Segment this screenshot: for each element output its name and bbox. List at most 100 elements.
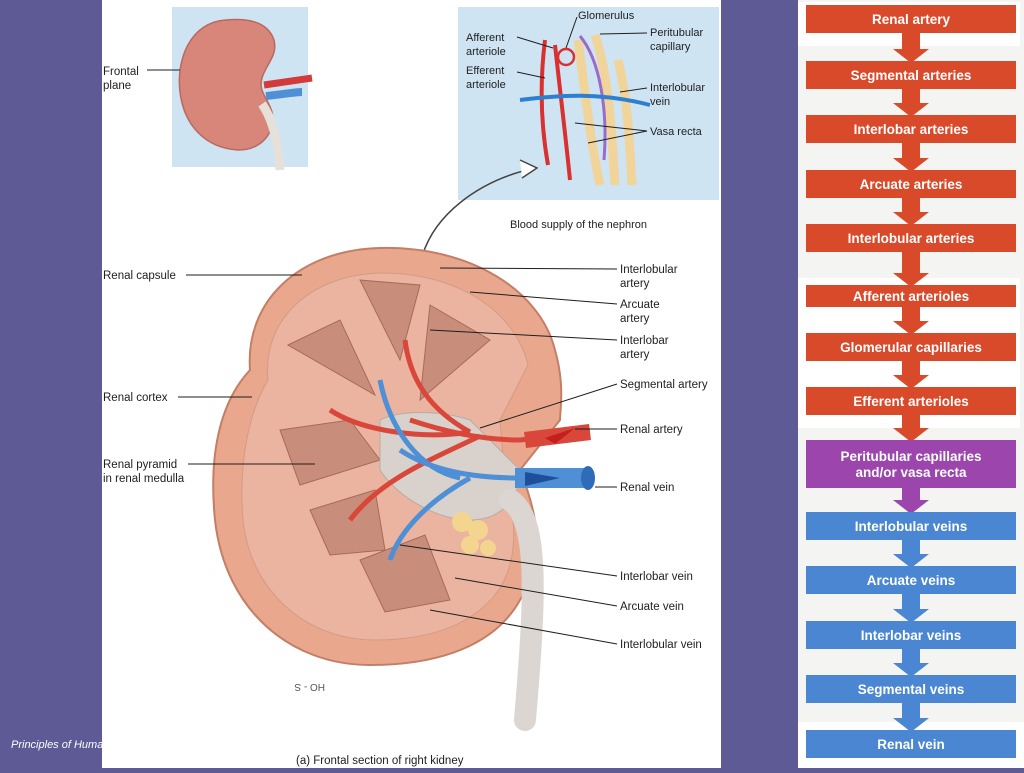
- flow-step-label: Interlobular arteries: [848, 231, 975, 246]
- flow-step-box: [806, 512, 1016, 540]
- flow-step-box: [806, 5, 1016, 33]
- nephron-caption: Blood supply of the nephron: [510, 219, 647, 231]
- flow-step-label: Afferent arterioles: [853, 289, 969, 304]
- label-peritubular-capillary: Peritubular capillary: [650, 27, 706, 53]
- flow-step-7: Glomerular capillaries: [806, 333, 1016, 361]
- label-frontal-plane: Frontal plane: [103, 66, 142, 92]
- flow-step-13: Segmental veins: [806, 675, 1016, 703]
- label-afferent-arteriole: Afferent arteriole: [466, 32, 507, 58]
- flow-step-box: [806, 170, 1016, 198]
- flow-arrow-6: [893, 307, 929, 335]
- flow-step-8: Efferent arterioles: [806, 387, 1016, 415]
- nephron-peritubular: [578, 35, 607, 161]
- flow-step-5: Interlobular arteries: [806, 224, 1016, 252]
- flow-step-box: [806, 440, 1016, 488]
- flow-step-box: [806, 730, 1016, 758]
- flow-arrow-8: [893, 415, 929, 442]
- flow-step-label: Renal vein: [877, 737, 945, 752]
- label-interlobular-artery: Interlobular artery: [620, 264, 681, 290]
- flow-step-label: Peritubular capillaries: [840, 449, 981, 464]
- label-renal-vein: Renal vein: [620, 482, 674, 494]
- flow-step-14: Renal vein: [806, 730, 1016, 758]
- flow-step-box: [806, 387, 1016, 415]
- flow-arrow-4: [893, 198, 929, 226]
- renal-vein-lumen: [581, 466, 595, 490]
- flow-step-label: Segmental arteries: [851, 68, 972, 83]
- kidney-figure-panel: Glomerulus Afferent arteriole Efferent a…: [102, 0, 721, 768]
- label-interlobar-vein: Interlobar vein: [620, 571, 693, 583]
- pyramid-3: [419, 304, 491, 402]
- flow-arrow-1: [893, 33, 929, 63]
- flow-step-1: Renal artery: [806, 5, 1016, 33]
- label-renal-capsule: Renal capsule: [103, 270, 176, 282]
- flow-step-3: Interlobar arteries: [806, 115, 1016, 143]
- label-segmental-artery: Segmental artery: [620, 379, 708, 391]
- flow-step-2: Segmental arteries: [806, 61, 1016, 89]
- label-efferent-arteriole: Efferent arteriole: [466, 65, 507, 91]
- flow-arrow-2: [893, 89, 929, 117]
- label-arcuate-artery: Arcuate artery: [620, 299, 663, 325]
- pyramid-6: [359, 534, 451, 613]
- renal-artery-tree: [328, 339, 591, 522]
- flow-step-label: Renal artery: [872, 12, 951, 27]
- zoom-arrow: [419, 167, 536, 266]
- flow-arrow-12: [893, 649, 929, 677]
- label-vasa-recta: Vasa recta: [650, 126, 703, 138]
- nephron-vein: [519, 93, 651, 107]
- figure-caption: (a) Frontal section of right kidney: [296, 755, 464, 767]
- footer-credit: Principles of Human Anatomy and Physiolo…: [11, 739, 102, 751]
- flow-step-box: [806, 285, 1016, 307]
- flow-step-label: and/or vasa recta: [855, 465, 967, 480]
- label-renal-artery: Renal artery: [620, 424, 683, 436]
- flow-step-4: Arcuate arteries: [806, 170, 1016, 198]
- flow-arrow-7: [893, 361, 929, 389]
- flow-arrow-11: [893, 594, 929, 623]
- label-interlobular-vein: Interlobular vein: [620, 639, 702, 651]
- label-interlobar-artery: Interlobar artery: [620, 335, 672, 361]
- flow-step-label: Segmental veins: [858, 682, 965, 697]
- flow-step-6: Afferent arterioles: [806, 285, 1016, 307]
- flow-step-label: Interlobar arteries: [854, 122, 969, 137]
- artist-signature: HO - S: [294, 681, 325, 692]
- flow-step-box: [806, 115, 1016, 143]
- flow-step-11: Arcuate veins: [806, 566, 1016, 594]
- flow-step-10: Interlobular veins: [806, 512, 1016, 540]
- flow-arrow-3: [893, 143, 929, 172]
- nephron-tubules: [573, 33, 637, 186]
- pyramid-2: [286, 319, 377, 397]
- flow-step-box: [806, 566, 1016, 594]
- flow-step-box: [806, 61, 1016, 89]
- flow-step-label: Arcuate veins: [867, 573, 956, 588]
- renal-vein-arrow: [525, 472, 560, 486]
- renal-vein-tree: [377, 379, 588, 561]
- flow-step-label: Interlobar veins: [861, 628, 962, 643]
- flow-step-box: [806, 333, 1016, 361]
- flow-step-box: [806, 224, 1016, 252]
- renal-artery-arrow: [545, 428, 575, 444]
- label-glomerulus: Glomerulus: [578, 10, 635, 22]
- inset-ureter: [258, 101, 285, 171]
- inset-renal-artery: [263, 74, 313, 89]
- zoom-arrow-head: [519, 159, 539, 179]
- flow-step-box: [806, 621, 1016, 649]
- label-nephron-interlobular-vein: Interlobular vein: [650, 82, 708, 108]
- label-renal-cortex: Renal cortex: [103, 392, 168, 404]
- inset-renal-vein: [265, 88, 303, 100]
- label-renal-pyramid: Renal pyramid in renal medulla: [103, 459, 185, 485]
- flow-step-label: Interlobular veins: [855, 519, 968, 534]
- flow-step-label: Arcuate arteries: [860, 177, 963, 192]
- flow-step-label: Glomerular capillaries: [840, 340, 982, 355]
- kidney-figure: Glomerulus Afferent arteriole Efferent a…: [103, 7, 719, 767]
- flow-arrow-13: [893, 703, 929, 732]
- flow-step-12: Interlobar veins: [806, 621, 1016, 649]
- flow-arrow-9: [893, 488, 929, 514]
- flow-step-box: [806, 675, 1016, 703]
- ureter: [499, 489, 544, 731]
- label-arcuate-vein: Arcuate vein: [620, 601, 684, 613]
- flow-arrow-5: [893, 252, 929, 287]
- nephron-artery-vessels: [539, 39, 572, 181]
